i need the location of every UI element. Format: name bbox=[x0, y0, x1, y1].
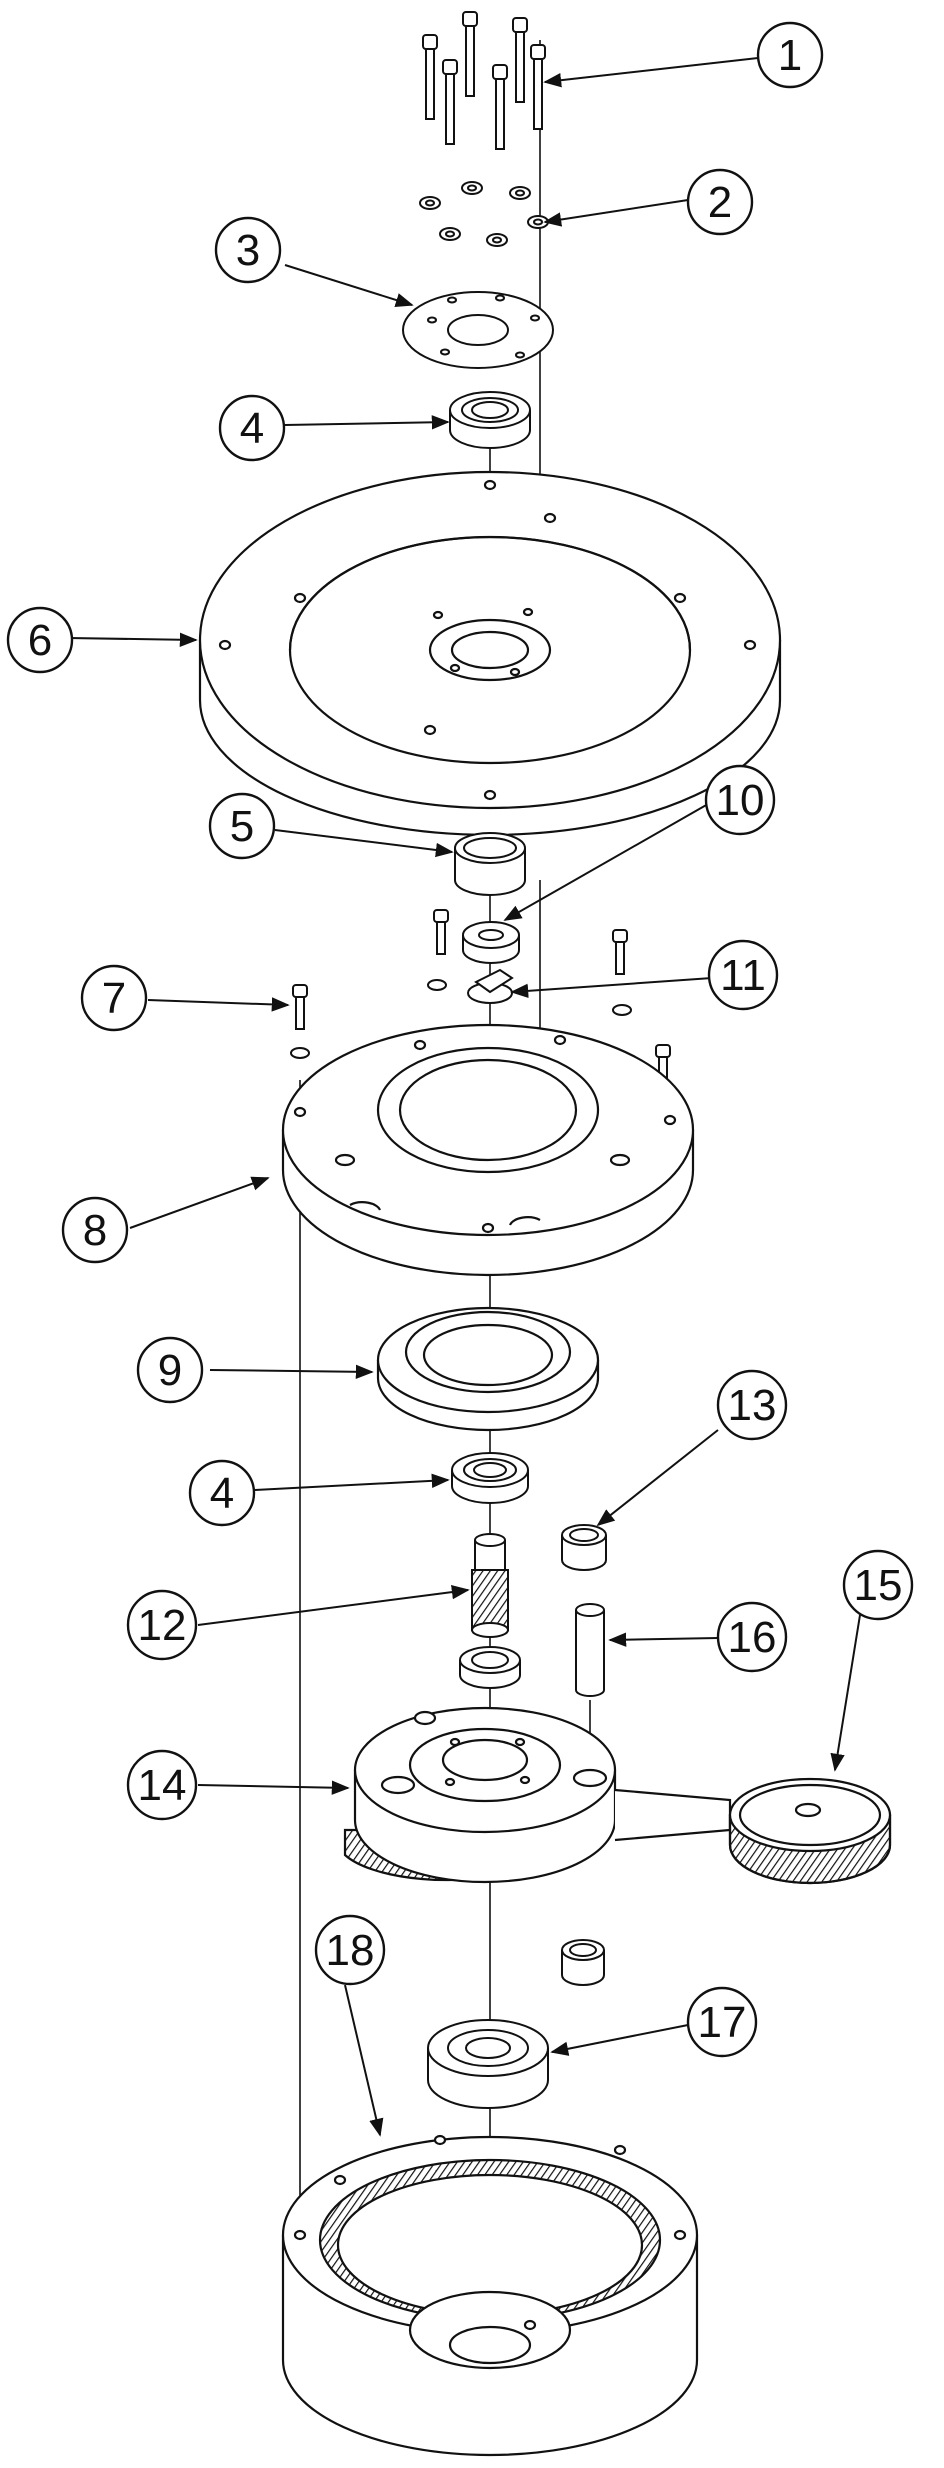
part-4-bearing-lower bbox=[451, 1452, 529, 1504]
svg-text:10: 10 bbox=[716, 776, 765, 825]
callout-1: 1 bbox=[756, 21, 824, 89]
svg-text:9: 9 bbox=[158, 1346, 182, 1395]
part-2-washers bbox=[419, 181, 549, 247]
callout-3: 3 bbox=[214, 216, 282, 284]
part-10-coupling bbox=[462, 921, 520, 964]
part-14-planet-carrier bbox=[343, 1706, 732, 1884]
svg-text:16: 16 bbox=[728, 1613, 777, 1662]
part-planet-bearing bbox=[459, 1646, 521, 1689]
callout-4-lower: 4 bbox=[188, 1459, 256, 1527]
callout-5: 5 bbox=[208, 792, 276, 860]
part-4-bearing-upper bbox=[449, 391, 531, 449]
part-16-dowel-pin bbox=[575, 1603, 605, 1697]
callout-18: 18 bbox=[314, 1914, 386, 1986]
callout-7: 7 bbox=[80, 964, 148, 1032]
svg-text:4: 4 bbox=[210, 1469, 234, 1518]
part-3-bearing-cap-plate bbox=[402, 291, 554, 369]
callout-11: 11 bbox=[707, 939, 779, 1011]
callout-15: 15 bbox=[842, 1549, 914, 1621]
svg-text:15: 15 bbox=[854, 1561, 903, 1610]
callout-10: 10 bbox=[704, 764, 776, 836]
part-lower-bushing bbox=[561, 1939, 605, 1986]
callout-6: 6 bbox=[6, 606, 74, 674]
svg-text:6: 6 bbox=[28, 616, 52, 665]
svg-text:1: 1 bbox=[778, 31, 802, 80]
svg-text:13: 13 bbox=[728, 1381, 777, 1430]
callout-17: 17 bbox=[686, 1986, 758, 2058]
svg-text:12: 12 bbox=[138, 1601, 187, 1650]
part-8-housing-plate bbox=[281, 1023, 695, 1277]
part-6-mounting-plate bbox=[198, 470, 782, 837]
callout-12: 12 bbox=[126, 1589, 198, 1661]
part-18-ring-gear-housing bbox=[281, 2134, 699, 2457]
svg-text:4: 4 bbox=[240, 404, 264, 453]
part-17-output-bearing bbox=[427, 2019, 549, 2109]
svg-text:17: 17 bbox=[698, 1998, 747, 2047]
callout-16: 16 bbox=[716, 1601, 788, 1673]
svg-text:14: 14 bbox=[138, 1761, 187, 1810]
part-1-cap-screws bbox=[422, 11, 546, 150]
part-15-planet-gear bbox=[728, 1777, 892, 1885]
part-13-spacer-bushing bbox=[561, 1524, 607, 1571]
part-5-sleeve bbox=[454, 832, 526, 896]
svg-text:5: 5 bbox=[230, 802, 254, 851]
part-9-seal-ring bbox=[376, 1306, 600, 1432]
callout-13: 13 bbox=[716, 1369, 788, 1441]
callout-bubbles: 1 2 3 4 6 5 10 11 7 8 9 13 4 15 12 16 14… bbox=[6, 21, 914, 2058]
svg-text:3: 3 bbox=[236, 226, 260, 275]
svg-text:7: 7 bbox=[102, 974, 126, 1023]
leader-lines bbox=[67, 57, 861, 2137]
svg-text:11: 11 bbox=[720, 951, 766, 1000]
svg-text:8: 8 bbox=[83, 1206, 107, 1255]
svg-text:18: 18 bbox=[326, 1926, 375, 1975]
callout-8: 8 bbox=[61, 1196, 129, 1264]
part-11-drive-key bbox=[467, 968, 514, 1004]
callout-2: 2 bbox=[686, 168, 754, 236]
callout-4-upper: 4 bbox=[218, 394, 286, 462]
svg-text:2: 2 bbox=[708, 178, 732, 227]
part-12-pinion-gear bbox=[471, 1533, 509, 1638]
callout-9: 9 bbox=[136, 1336, 204, 1404]
callout-14: 14 bbox=[126, 1749, 198, 1821]
